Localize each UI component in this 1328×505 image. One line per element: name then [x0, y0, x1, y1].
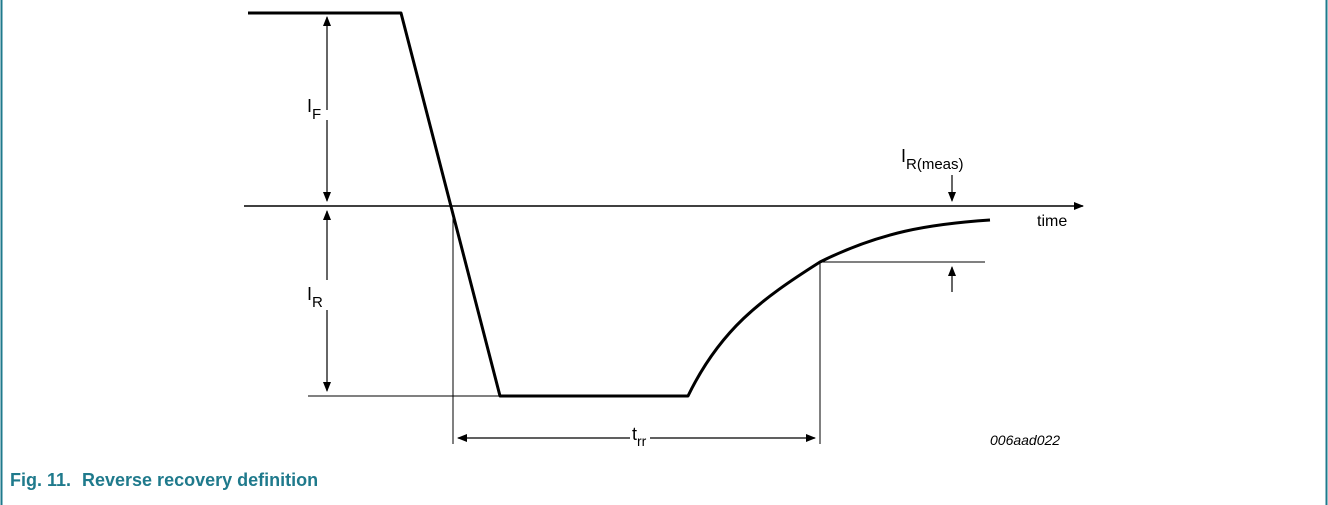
forward-current-label: IF [307, 96, 321, 123]
figure-code: 006aad022 [990, 432, 1060, 448]
figure-title: Reverse recovery definition [82, 470, 319, 490]
time-axis-label: time [1037, 213, 1067, 230]
recovery-time-label: trr [632, 424, 647, 449]
figure-number: Fig. 11. [10, 470, 72, 490]
measured-current-label: IR(meas) [901, 146, 964, 173]
current-waveform [248, 11, 991, 398]
reverse-current-label: IR [307, 284, 323, 311]
figure-caption: Fig. 11. Reverse recovery definition [10, 470, 318, 491]
